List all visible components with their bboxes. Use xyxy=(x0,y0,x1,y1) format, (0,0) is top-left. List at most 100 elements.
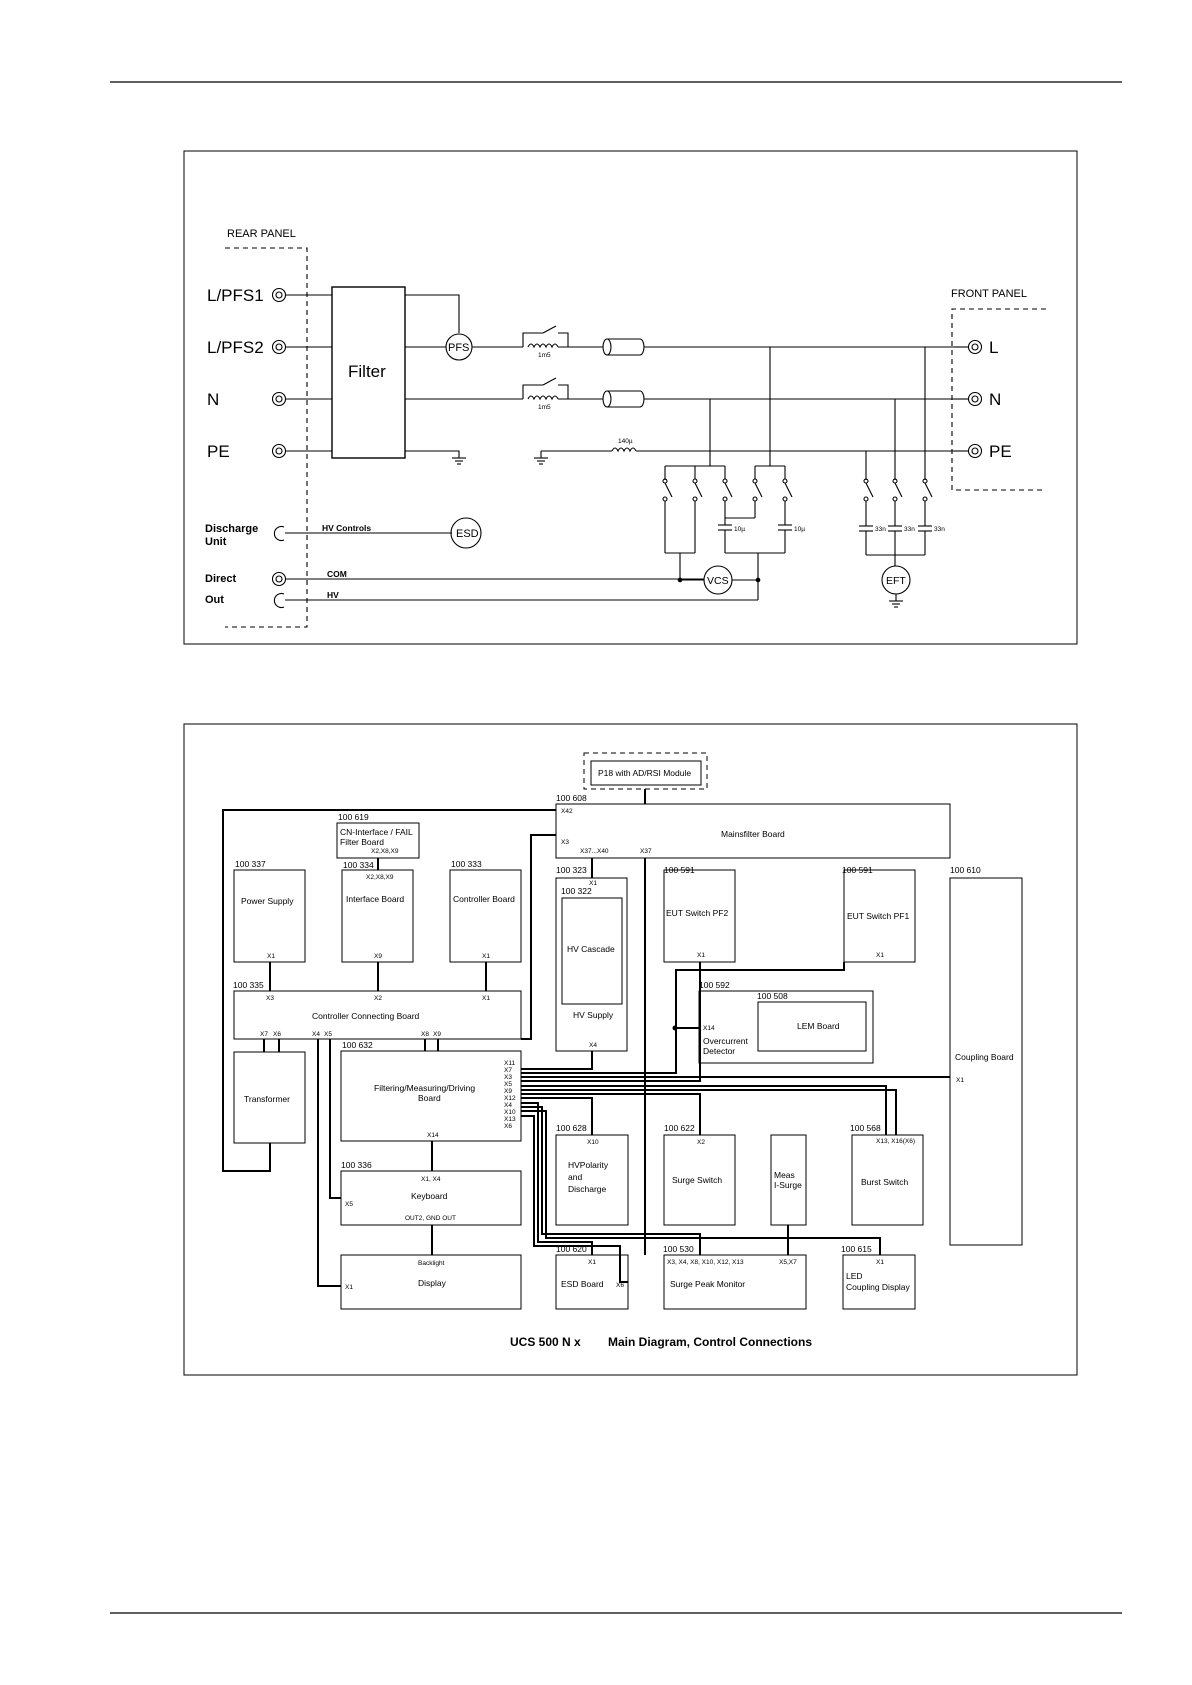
cn-label-2: Filter Board xyxy=(340,837,384,847)
input-label-pe: PE xyxy=(207,442,230,461)
p18-box xyxy=(590,760,702,786)
bs-num: 100 568 xyxy=(850,1123,881,1133)
cn-num: 100 619 xyxy=(338,812,369,822)
out-label: Out xyxy=(205,594,224,606)
rear-panel-label: REAR PANEL xyxy=(227,228,296,240)
ss-label: Surge Switch xyxy=(672,1175,722,1185)
fmd-x7: X7 xyxy=(504,1067,512,1074)
ss-num: 100 622 xyxy=(664,1123,695,1133)
ground-symbol-filter xyxy=(452,457,466,465)
kb-label: Keyboard xyxy=(411,1191,448,1201)
kb-out: OUT2, GND OUT xyxy=(405,1215,456,1222)
hv-cascade-box xyxy=(561,897,623,1005)
ccb-x4: X4 xyxy=(312,1031,320,1038)
bs-label: Burst Switch xyxy=(861,1177,909,1187)
hv-controls-label: HV Controls xyxy=(322,523,371,533)
kb-num: 100 336 xyxy=(341,1160,372,1170)
hv-label: HV xyxy=(327,590,339,600)
input-label-l-pfs1: L/PFS1 xyxy=(207,286,264,305)
led-num: 100 615 xyxy=(841,1244,872,1254)
oc-num: 100 592 xyxy=(699,980,730,990)
coupling-board-box xyxy=(949,877,1023,1246)
mainsfilter-x42: X42 xyxy=(561,808,573,815)
input-connectors xyxy=(271,287,287,459)
lem-num: 100 508 xyxy=(757,991,788,1001)
cap-33n-3-label: 33n xyxy=(934,526,945,533)
esd-label: ESD xyxy=(456,528,479,540)
pfs-label: PFS xyxy=(448,342,469,354)
spm-num: 100 530 xyxy=(663,1244,694,1254)
cap-10u-1-label: 10µ xyxy=(734,526,745,533)
cap-33n-2-label: 33n xyxy=(904,526,915,533)
fmd-x5: X5 xyxy=(504,1081,512,1088)
hvs-x4: X4 xyxy=(589,1042,597,1049)
block-labels: P18 with AD/RSI Module 100 608 Mainsfilt… xyxy=(233,768,1014,1349)
fmd-x10: X10 xyxy=(504,1109,516,1116)
hvp-num: 100 628 xyxy=(556,1123,587,1133)
cn-x: X2,X8,X9 xyxy=(371,848,399,855)
disp-backlight: Backlight xyxy=(418,1260,445,1267)
lem-board-box xyxy=(757,1001,867,1052)
fmd-x3: X3 xyxy=(504,1074,512,1081)
transformer-label: Transformer xyxy=(244,1094,290,1104)
esdb-x1: X1 xyxy=(588,1259,596,1266)
direct-label: Direct xyxy=(205,573,237,585)
ccb-x2: X2 xyxy=(374,995,382,1002)
ccb-x8: X8 xyxy=(421,1031,429,1038)
schematic-labels: REAR PANEL FRONT PANEL L/PFS1 L/PFS2 N P… xyxy=(205,228,1027,606)
mainsfilter-x37: X37 xyxy=(640,848,652,855)
discharge-unit-label-2: Unit xyxy=(205,536,227,548)
meas-label-2: I-Surge xyxy=(774,1180,802,1190)
hvp-label-2: and xyxy=(568,1172,582,1182)
disp-label: Display xyxy=(418,1278,447,1288)
fmd-label-2: Board xyxy=(418,1093,441,1103)
led-x1: X1 xyxy=(876,1259,884,1266)
interface-board-box xyxy=(341,869,414,963)
cb-label: Controller Board xyxy=(453,894,515,904)
controller-board-box xyxy=(449,869,522,963)
inductor-2-label: 1m5 xyxy=(538,404,551,411)
eut1-label: EUT Switch PF1 xyxy=(847,911,909,921)
ccb-x9: X9 xyxy=(433,1031,441,1038)
input-label-n: N xyxy=(207,390,219,409)
ps-label: Power Supply xyxy=(241,896,294,906)
cb-x1: X1 xyxy=(482,953,490,960)
ps-x1: X1 xyxy=(267,953,275,960)
rear-panel-boundary xyxy=(225,247,308,628)
fmd-x11: X11 xyxy=(504,1060,515,1067)
mainsfilter-label: Mainsfilter Board xyxy=(721,829,785,839)
inductor-1-label: 1m5 xyxy=(538,352,551,359)
kb-x5: X5 xyxy=(345,1201,353,1208)
schematic-frame xyxy=(183,150,1078,645)
mainsfilter-x37x40: X37...X40 xyxy=(580,848,609,855)
junction-dot xyxy=(672,1025,678,1031)
output-connectors xyxy=(967,339,983,459)
ccb-label: Controller Connecting Board xyxy=(312,1011,420,1021)
spm-label: Surge Peak Monitor xyxy=(670,1279,745,1289)
hvp-label-3: Discharge xyxy=(568,1184,607,1194)
oc-label-1: Overcurrent xyxy=(703,1036,749,1046)
eut2-label: EUT Switch PF2 xyxy=(666,908,728,918)
eut2-num: 100 591 xyxy=(664,865,695,875)
ccb-num: 100 335 xyxy=(233,980,264,990)
output-label-l: L xyxy=(989,338,998,357)
bs-x: X13, X16(X6) xyxy=(876,1138,915,1145)
cb-num: 100 333 xyxy=(451,859,482,869)
vcs-switch-network xyxy=(662,347,793,600)
led-label-2: Coupling Display xyxy=(846,1282,911,1292)
disp-x1: X1 xyxy=(345,1284,353,1291)
ccb-x1: X1 xyxy=(482,995,490,1002)
ccb-x3: X3 xyxy=(266,995,274,1002)
ib-x9: X9 xyxy=(374,953,382,960)
ib-top: X2,X8,X9 xyxy=(366,874,394,881)
eut2-x1: X1 xyxy=(697,952,705,959)
front-panel-label: FRONT PANEL xyxy=(951,288,1027,300)
fmd-x9: X9 xyxy=(504,1088,512,1095)
cap-10u-2-label: 10µ xyxy=(794,526,805,533)
oc-label-2: Detector xyxy=(703,1046,735,1056)
fmd-label-1: Filtering/Measuring/Driving xyxy=(374,1083,475,1093)
led-label-1: LED xyxy=(846,1271,863,1281)
mainsfilter-num: 100 608 xyxy=(556,793,587,803)
meas-label-1: Meas xyxy=(774,1170,795,1180)
